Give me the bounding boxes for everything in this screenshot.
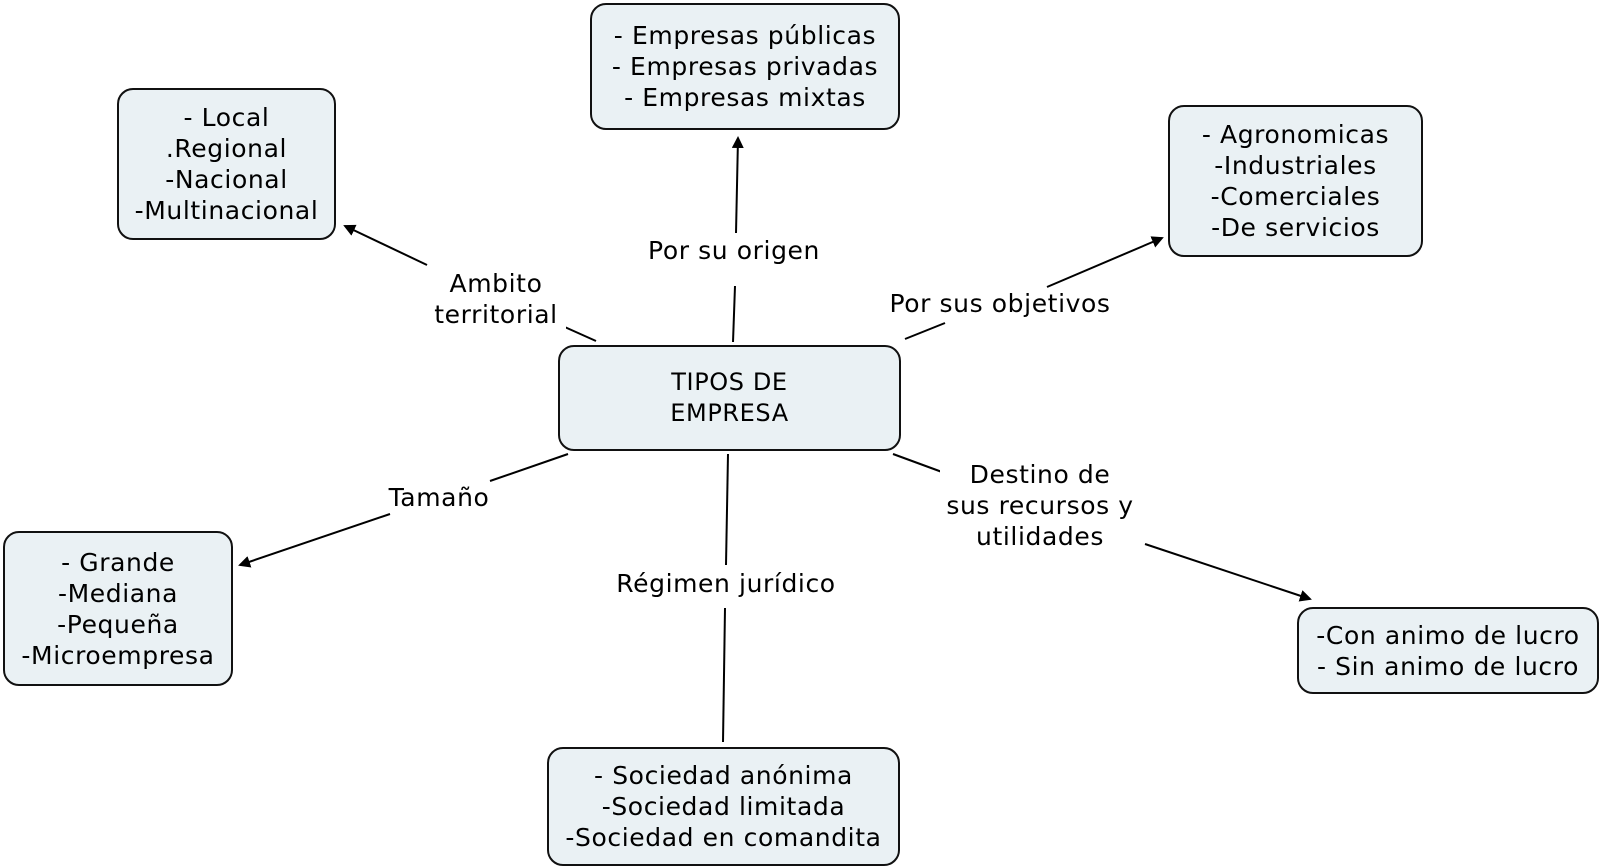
link-label-regimen: Régimen jurídico — [609, 568, 843, 599]
node-tamano-line: -Mediana — [57, 578, 179, 608]
node-origen: - Empresas públicas - Empresas privadas … — [590, 3, 900, 130]
node-objetivos-line: -Comerciales — [1210, 182, 1381, 211]
node-regimen-line: -Sociedad en comandita — [565, 823, 882, 852]
node-objetivos-line: -De servicios — [1211, 213, 1380, 242]
node-regimen-line: - Sociedad anónima — [594, 761, 853, 790]
center-node-line: TIPOS DE — [671, 368, 788, 396]
connector-objetivos-2 — [1046, 236, 1164, 288]
link-label-objetivos: Por sus objetivos — [885, 288, 1115, 319]
node-tamano-line: - Grande — [61, 547, 175, 577]
node-origen-line: - Empresas mixtas — [624, 83, 866, 112]
node-ambito-line: -Multinacional — [134, 196, 319, 225]
connector-origen-2 — [731, 136, 744, 234]
link-label-line: Régimen jurídico — [616, 569, 836, 598]
link-label-line: Por sus objetivos — [889, 289, 1111, 318]
center-node-line: EMPRESA — [670, 399, 789, 427]
link-label-line: territorial — [434, 300, 558, 329]
connector-tamano-1 — [489, 453, 569, 482]
node-lucro-line: - Sin animo de lucro — [1316, 651, 1580, 681]
node-objetivos-line: - Agronomicas — [1201, 120, 1390, 149]
node-regimen: - Sociedad anónima -Sociedad limitada -S… — [547, 747, 900, 866]
connector-regimen-1 — [725, 453, 729, 566]
node-ambito-line: .Regional — [165, 134, 288, 163]
node-origen-line: - Empresas públicas — [613, 21, 877, 50]
connector-regimen-2 — [722, 607, 726, 743]
connector-tamano-2 — [238, 513, 391, 568]
link-label-line: Por su origen — [648, 236, 820, 265]
node-objetivos: - Agronomicas -Industriales -Comerciales… — [1168, 105, 1423, 257]
node-origen-line: - Empresas privadas — [611, 52, 879, 81]
connector-origen-1 — [732, 285, 736, 343]
node-lucro-line: -Con animo de lucro — [1316, 620, 1580, 650]
link-label-line: sus recursos y — [946, 491, 1134, 520]
node-tamano-line: -Microempresa — [21, 640, 215, 670]
connector-lucro-1 — [892, 453, 943, 473]
link-label-ambito: Ambito territorial — [426, 268, 566, 330]
connector-ambito-2 — [343, 224, 428, 266]
link-label-tamano: Tamaño — [380, 482, 498, 513]
link-label-line: Tamaño — [388, 483, 490, 512]
center-node: TIPOS DE EMPRESA — [558, 345, 901, 451]
connector-objetivos-1 — [904, 322, 946, 340]
link-label-lucro: Destino de sus recursos y utilidades — [940, 459, 1140, 552]
node-tamano-line: -Pequeña — [57, 609, 179, 639]
node-objetivos-line: -Industriales — [1214, 151, 1377, 180]
connector-lucro-2 — [1144, 543, 1312, 602]
node-ambito: - Local .Regional -Nacional -Multinacion… — [117, 88, 336, 240]
node-tamano: - Grande -Mediana -Pequeña -Microempresa — [3, 531, 233, 686]
link-label-line: Ambito — [449, 269, 543, 298]
node-lucro: -Con animo de lucro - Sin animo de lucro — [1297, 607, 1599, 694]
node-regimen-line: -Sociedad limitada — [601, 792, 846, 821]
link-label-origen: Por su origen — [641, 235, 827, 266]
node-ambito-line: - Local — [183, 103, 270, 132]
node-ambito-line: -Nacional — [165, 165, 288, 194]
link-label-line: Destino de — [969, 460, 1111, 489]
link-label-line: utilidades — [976, 522, 1104, 551]
